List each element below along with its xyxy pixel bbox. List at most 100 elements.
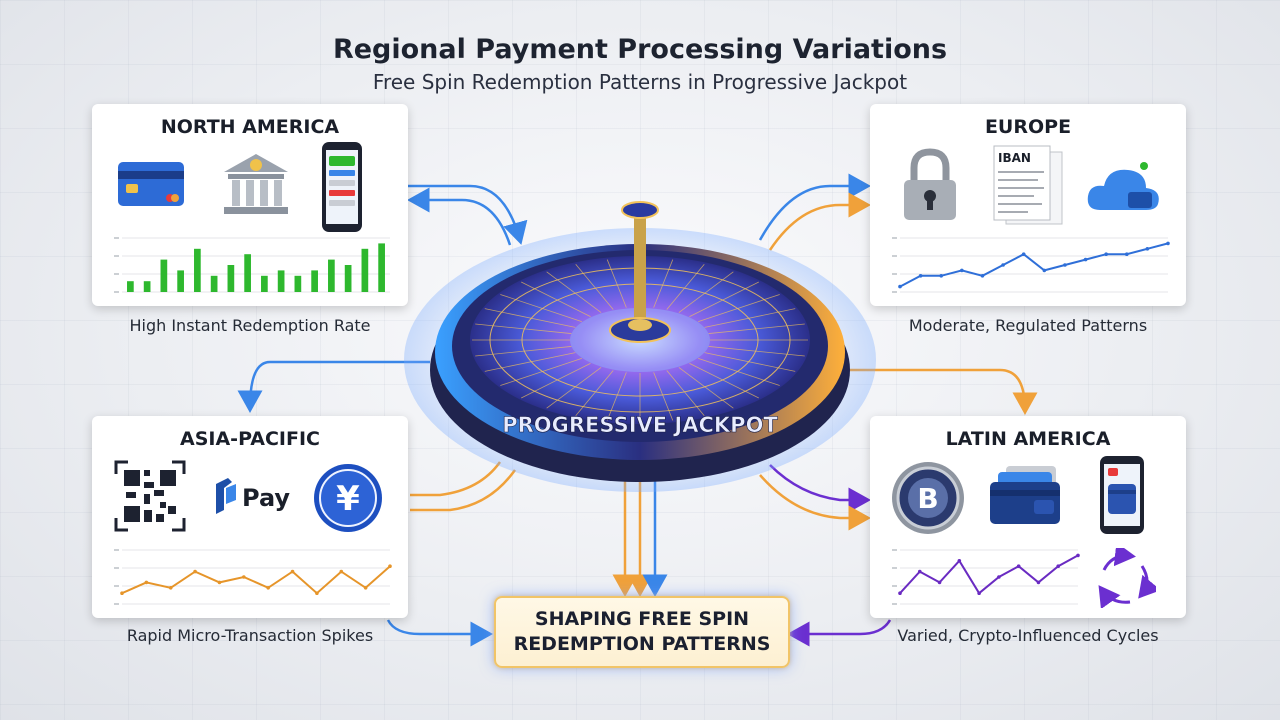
chart-point	[315, 591, 319, 595]
arrow-eu-in	[758, 173, 871, 241]
chart-point	[939, 274, 944, 278]
chart-point	[977, 591, 981, 595]
pay-logo-icon: Pay	[216, 478, 290, 514]
mobile-wallet-icon	[322, 142, 362, 232]
chart-bar	[378, 243, 385, 292]
card-asia-pacific: ASIA-PACIFIC Pay ¥	[92, 416, 408, 618]
pay-label: Pay	[242, 484, 290, 512]
cycle-arrows-icon	[1098, 548, 1156, 608]
chart-point	[266, 586, 270, 590]
arrow-to-apac	[237, 360, 430, 413]
chart-series-line	[899, 554, 1079, 595]
yen-coin-icon: ¥	[314, 464, 382, 532]
chart-bar	[244, 254, 251, 292]
card-title-north-america: NORTH AMERICA	[160, 116, 340, 138]
chart-point	[242, 575, 246, 579]
europe-line-chart	[892, 237, 1170, 293]
latam-line-chart	[892, 549, 1080, 605]
chart-point	[937, 580, 942, 585]
shaping-patterns-box: SHAPING FREE SPIN REDEMPTION PATTERNS	[494, 596, 790, 668]
bitcoin-coin-icon: B	[892, 462, 964, 534]
chart-bar	[160, 259, 168, 292]
chart-bar	[294, 275, 302, 292]
chart-point	[1124, 252, 1129, 256]
chart-bar	[361, 248, 369, 292]
chart-point	[1166, 241, 1170, 246]
card-title-europe: EUROPE	[984, 116, 1072, 138]
chart-point	[290, 569, 295, 574]
chart-bar	[328, 259, 335, 292]
chart-point	[960, 268, 964, 273]
page-title: Regional Payment Processing Variations	[332, 34, 948, 65]
card-title-asia-pacific: ASIA-PACIFIC	[180, 428, 320, 450]
arrow-latam-in2	[759, 474, 871, 531]
chart-point	[1001, 263, 1005, 267]
chart-point	[1042, 268, 1047, 273]
chart-bar	[143, 281, 151, 292]
progressive-jackpot-wheel: PROGRESSIVE JACKPOT	[404, 201, 876, 492]
chart-bar	[177, 270, 184, 292]
wheel-label: PROGRESSIVE JACKPOT	[502, 413, 778, 437]
chart-point	[168, 586, 173, 590]
center-box-line1: SHAPING FREE SPIN	[534, 608, 750, 630]
chart-point	[193, 569, 197, 574]
chart-point	[1021, 252, 1026, 256]
center-box-line2: REDEMPTION PATTERNS	[513, 633, 771, 655]
padlock-icon	[904, 148, 956, 220]
qr-code-icon	[114, 460, 186, 532]
page-subtitle: Free Spin Redemption Patterns in Progres…	[372, 70, 908, 94]
caption-europe: Moderate, Regulated Patterns	[908, 316, 1148, 335]
chart-bar	[261, 275, 268, 292]
na-bar-chart	[114, 237, 390, 293]
chart-bar	[194, 248, 201, 292]
chart-point	[1076, 553, 1080, 558]
chart-point	[980, 274, 985, 278]
arrow-apac-in2	[410, 469, 517, 512]
wheel-spindle	[634, 210, 646, 325]
card-wallet-icon	[990, 466, 1060, 524]
chart-point	[1036, 580, 1041, 585]
chart-bar	[127, 281, 134, 292]
chart-point	[388, 564, 392, 568]
chart-point	[1063, 263, 1067, 267]
mobile-wallet-icon	[1100, 456, 1144, 534]
arrow-apac-center	[386, 619, 493, 647]
chart-point	[997, 575, 1001, 579]
chart-point	[917, 569, 922, 574]
chart-point	[1056, 564, 1061, 568]
caption-latin-america: Varied, Crypto-Influenced Cycles	[897, 626, 1159, 645]
card-europe: EUROPE IBAN	[870, 104, 1186, 306]
chart-bar	[277, 270, 285, 292]
chart-point	[120, 591, 124, 595]
chart-bar	[344, 265, 352, 292]
chart-point	[1083, 257, 1088, 262]
caption-north-america: High Instant Redemption Rate	[129, 316, 371, 335]
iban-document-icon: IBAN	[993, 145, 1063, 225]
chart-series-line	[899, 242, 1169, 288]
caption-asia-pacific: Rapid Micro-Transaction Spikes	[126, 626, 374, 645]
chart-point	[1104, 252, 1108, 256]
bank-icon	[224, 154, 288, 214]
chart-point	[144, 580, 149, 585]
card-latin-america: LATIN AMERICA B	[870, 416, 1186, 618]
chart-point	[1016, 564, 1021, 568]
apac-line-chart	[114, 549, 392, 605]
arrow-na-in	[408, 184, 528, 245]
card-title-latin-america: LATIN AMERICA	[945, 428, 1111, 450]
chart-point	[898, 591, 902, 595]
arrow-apac-in1	[410, 461, 502, 497]
arrow-eu-out	[768, 192, 871, 251]
chart-point	[217, 580, 222, 585]
arrow-na-out	[407, 187, 512, 246]
chart-bar	[227, 265, 235, 292]
chart-point	[363, 586, 368, 590]
chart-point	[1145, 247, 1150, 251]
chart-point	[898, 284, 902, 289]
chart-point	[339, 569, 344, 574]
cloud-wallet-icon	[1087, 162, 1159, 210]
btc-symbol: B	[917, 482, 938, 515]
arrow-latam-in1	[769, 464, 871, 513]
chart-bar	[210, 275, 218, 292]
card-north-america: NORTH AMERICA	[92, 104, 408, 306]
